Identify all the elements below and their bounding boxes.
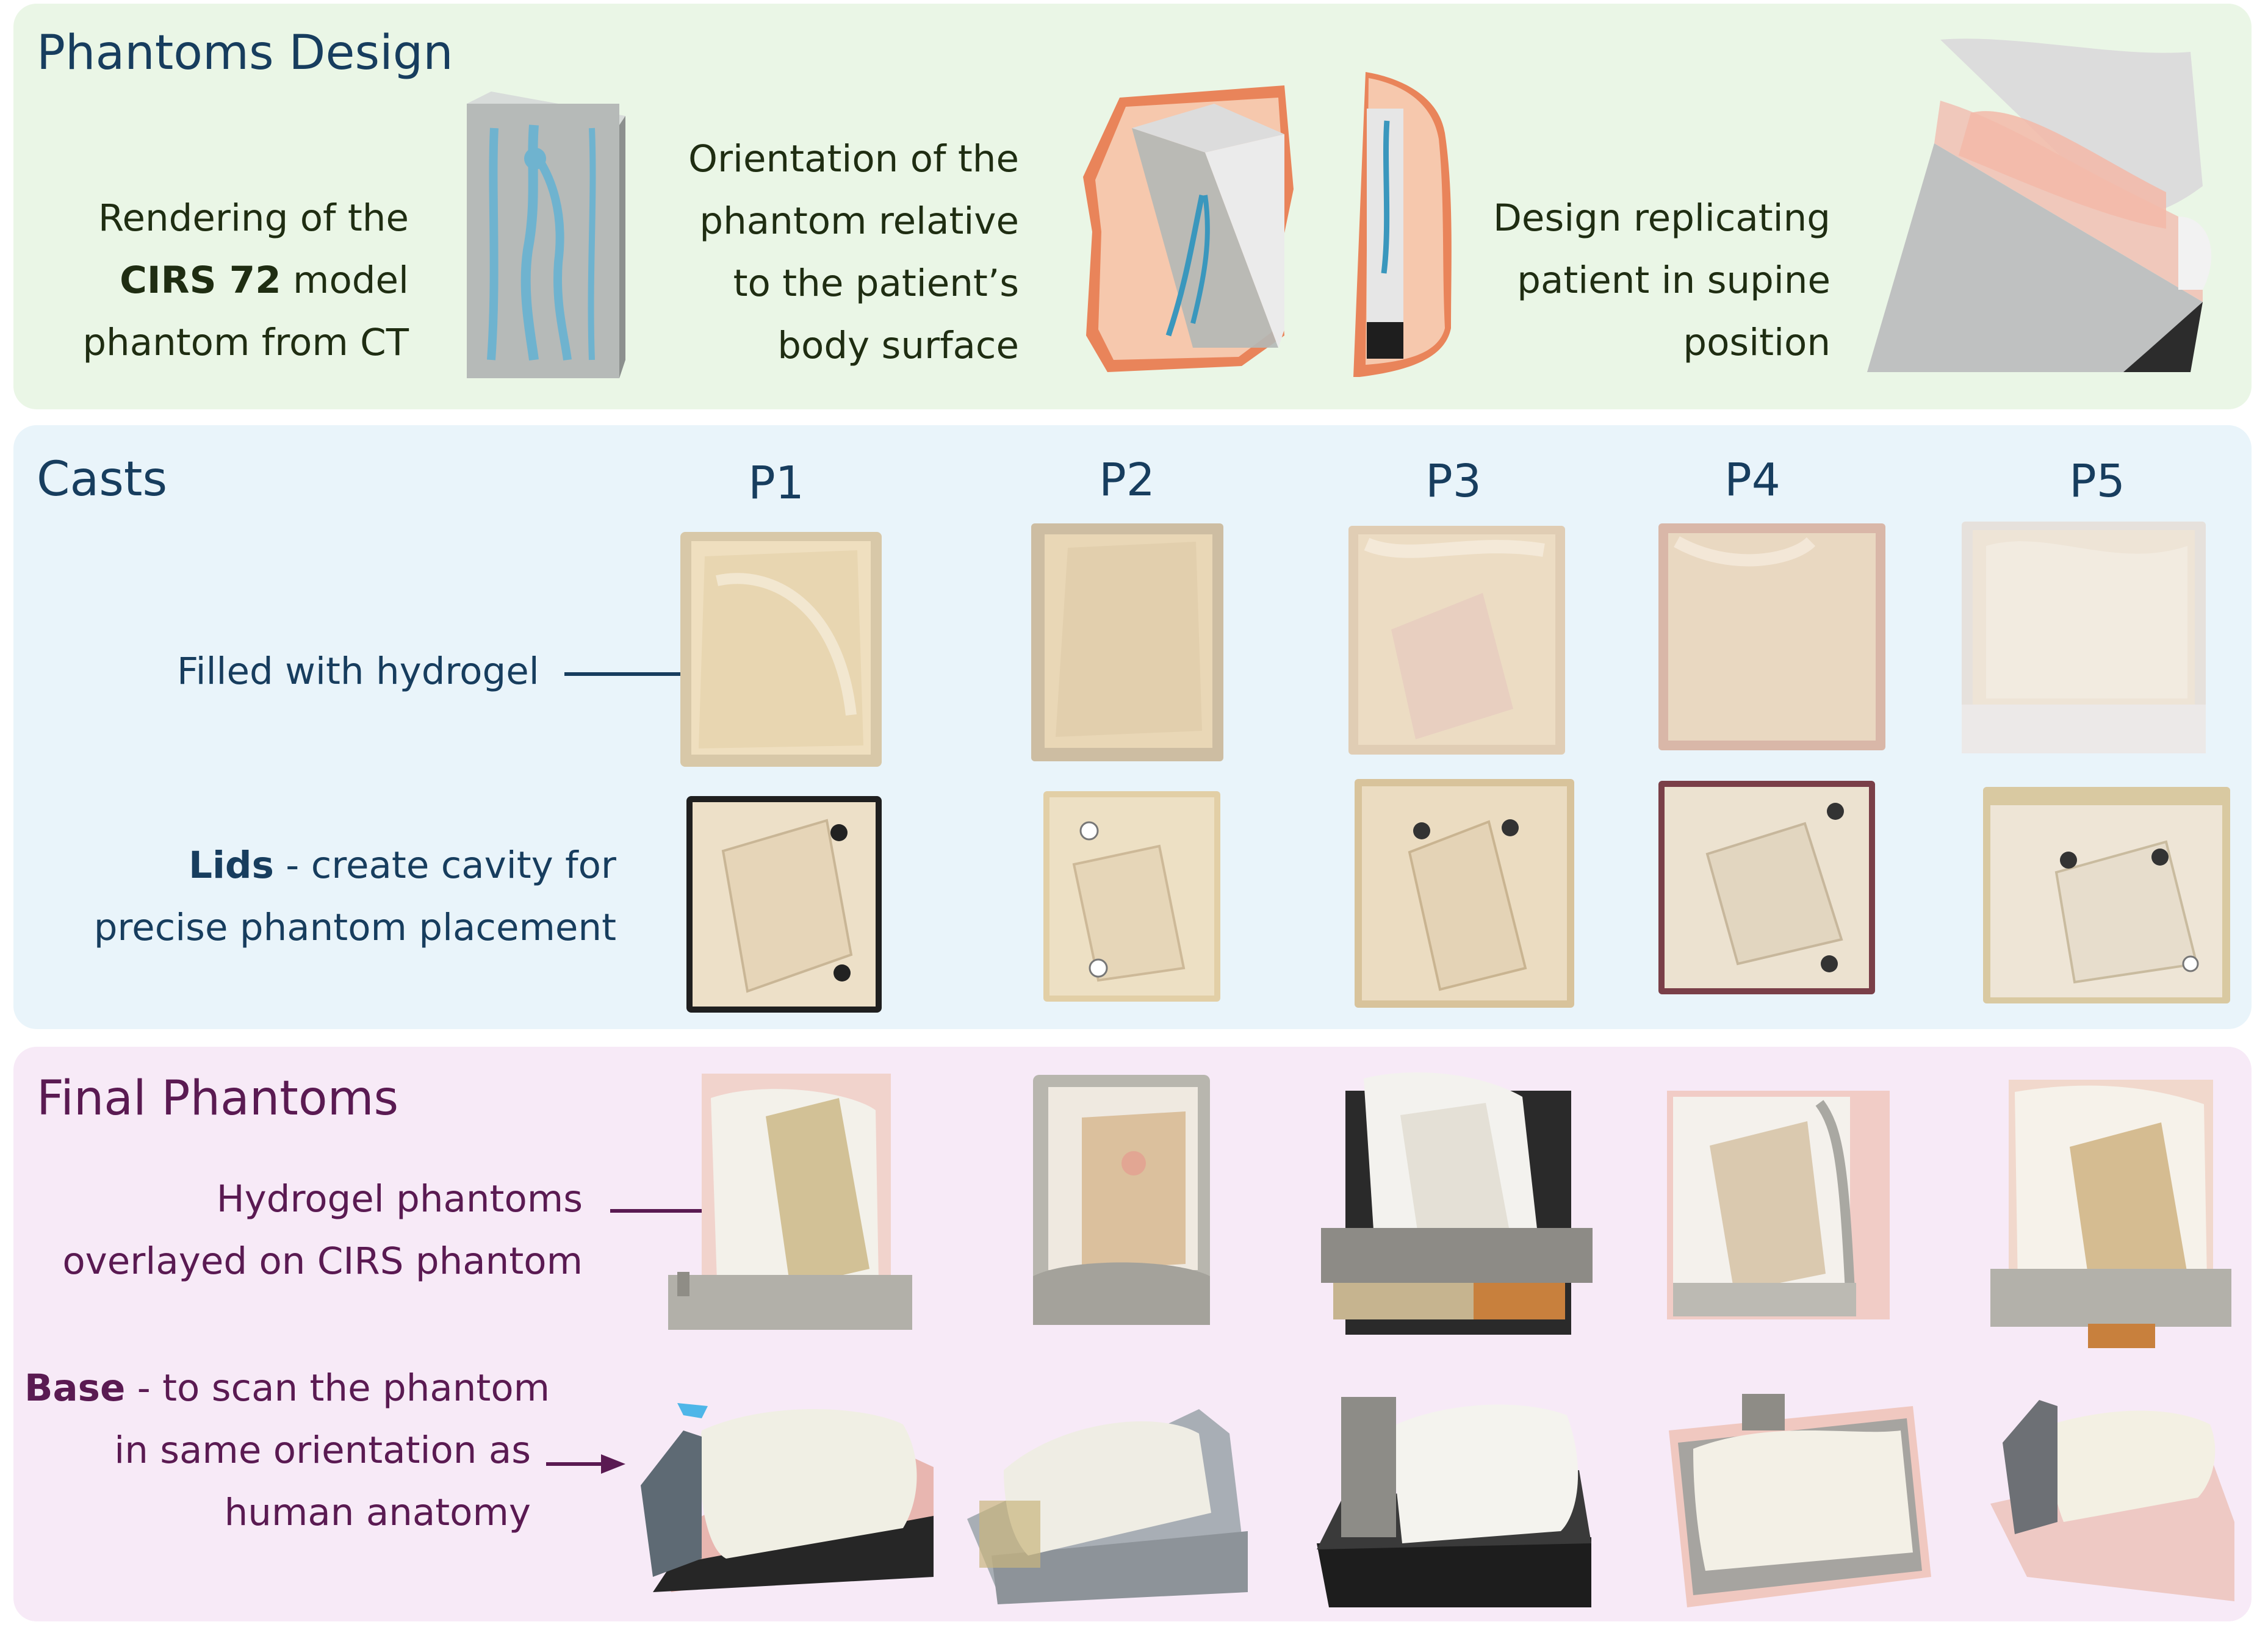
rendering-caption-line1: Rendering of the [98, 196, 409, 240]
phantoms-design-title: Phantoms Design [37, 26, 453, 81]
supine-caption-line1: Design replicating [1492, 196, 1831, 240]
hydrogel-caption: Hydrogel phantoms overlayed on CIRS phan… [61, 1168, 583, 1293]
final-base-p4-image [1669, 1394, 1931, 1607]
rendering-caption: Rendering of the CIRS 72 model phantom f… [61, 187, 409, 374]
supine-caption-line2: patient in supine [1517, 259, 1831, 302]
cirs-72-label: CIRS 72 [120, 259, 281, 302]
final-base-p2-image [967, 1409, 1248, 1604]
supine-caption-line3: position [1683, 321, 1831, 364]
lid-p2-image [1043, 791, 1220, 1002]
final-overlay-p3-image [1321, 1072, 1593, 1335]
final-base-p1-image [641, 1403, 934, 1592]
final-base-p3-image [1317, 1397, 1591, 1607]
lids-caption: Lids - create cavity for precise phantom… [61, 834, 616, 959]
base-caption-line2: in same orientation as [114, 1429, 531, 1472]
rendering-caption-line3: phantom from CT [82, 321, 409, 364]
lids-caption-line2: precise phantom placement [93, 906, 616, 949]
orientation-caption-line3: to the patient’s [733, 262, 1019, 305]
orientation-caption: Orientation of the phantom relative to t… [628, 128, 1019, 377]
final-overlay-p2-image [1033, 1075, 1210, 1325]
hydrogel-caption-line1: Hydrogel phantoms [216, 1177, 583, 1221]
lid-p5-image [1983, 787, 2230, 1003]
base-label: Base [24, 1366, 126, 1410]
column-label-p1: P1 [748, 457, 804, 509]
base-rest: - to scan the phantom [125, 1366, 550, 1410]
column-label-p2: P2 [1099, 454, 1155, 506]
cast-filled-p5-image [1962, 522, 2206, 753]
cast-filled-p1-image [680, 532, 882, 767]
orientation-caption-line4: body surface [777, 324, 1019, 367]
casts-title: Casts [37, 452, 168, 507]
column-label-p5: P5 [2069, 455, 2125, 508]
orientation-caption-line1: Orientation of the [688, 137, 1019, 181]
hydrogel-caption-line2: overlayed on CIRS phantom [62, 1240, 583, 1283]
column-label-p3: P3 [1425, 455, 1481, 508]
orientation-front-image [1083, 85, 1294, 372]
lids-caption-line1: Lids - create cavity for [61, 834, 616, 897]
lid-p3-image [1355, 779, 1574, 1008]
base-caption: Base - to scan the phantom in same orien… [24, 1357, 550, 1544]
rendering-caption-line2: CIRS 72 model [61, 249, 409, 312]
filled-hydrogel-label: Filled with hydrogel [177, 650, 539, 693]
supine-caption: Design replicating patient in supine pos… [1464, 187, 1831, 374]
orientation-side-image [1353, 72, 1452, 377]
final-overlay-p4-image [1667, 1091, 1890, 1319]
model-word: model [281, 259, 409, 302]
base-caption-line1: Base - to scan the phantom [24, 1357, 550, 1419]
lid-p1-image [686, 796, 882, 1013]
column-label-p4: P4 [1724, 454, 1780, 506]
base-arrow [546, 1454, 625, 1474]
cast-filled-p3-image [1348, 526, 1565, 755]
final-base-p5-image [1990, 1400, 2234, 1601]
base-caption-line3: human anatomy [224, 1491, 531, 1534]
cirs-72-rendering-image [467, 92, 625, 378]
lid-p4-image [1658, 781, 1875, 994]
lids-label: Lids [189, 844, 274, 887]
final-phantoms-title: Final Phantoms [37, 1071, 399, 1126]
cast-filled-p4-image [1658, 523, 1885, 750]
cast-filled-p2-image [1031, 523, 1223, 761]
final-overlay-p5-image [1990, 1080, 2231, 1348]
orientation-caption-line2: phantom relative [699, 199, 1019, 243]
supine-design-image [1867, 38, 2212, 372]
lids-rest: - create cavity for [273, 844, 616, 887]
final-overlay-p1-image [668, 1074, 912, 1330]
